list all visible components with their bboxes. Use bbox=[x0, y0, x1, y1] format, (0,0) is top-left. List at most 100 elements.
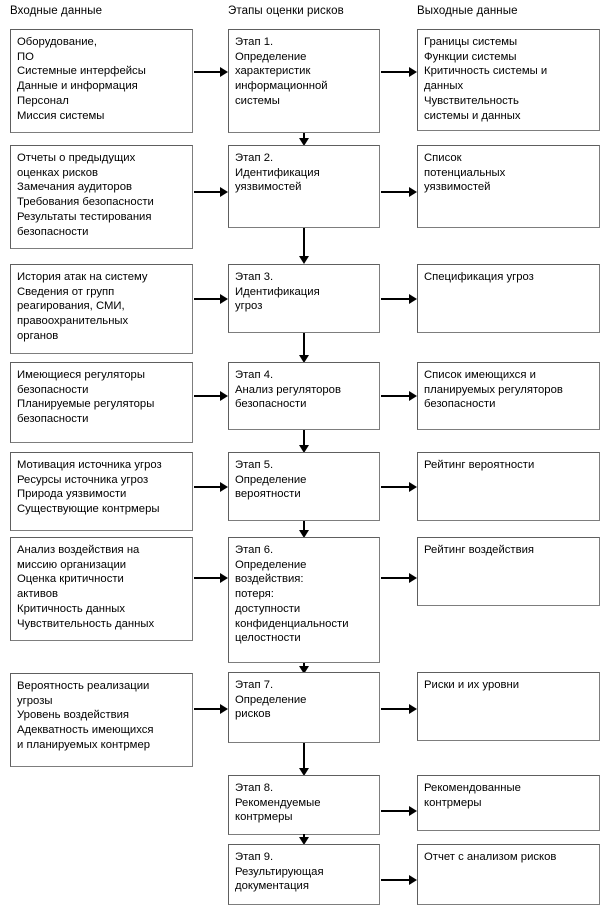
step-line: уязвимостей bbox=[235, 181, 302, 194]
arrow-input-to-step-7 bbox=[194, 703, 228, 714]
output-line: контрмеры bbox=[424, 796, 482, 809]
step-line: контрмеры bbox=[235, 811, 293, 824]
step-line: вероятности bbox=[235, 488, 301, 501]
input-line: Критичность данных bbox=[17, 602, 126, 615]
input-line: Чувствительность данных bbox=[17, 617, 155, 630]
step-line: Этап 8. bbox=[235, 782, 274, 794]
arrow-step-4-to-step-5 bbox=[298, 430, 309, 453]
output-box-6: Рейтинг воздействия bbox=[417, 537, 600, 606]
step-line: Идентификация bbox=[235, 166, 320, 179]
step-line: Этап 6. bbox=[235, 544, 274, 556]
output-box-4: Список имеющихся и планируемых регулятор… bbox=[417, 362, 600, 430]
step-box-3: Этап 3. Идентификация угроз bbox=[228, 264, 380, 333]
input-line: Системные интерфейсы bbox=[17, 65, 146, 78]
arrow-step-to-output-3 bbox=[381, 293, 418, 304]
output-line: Рейтинг вероятности bbox=[424, 459, 535, 471]
input-line: Миссия системы bbox=[17, 109, 105, 122]
input-line: оценках рисков bbox=[17, 166, 99, 179]
arrow-step-to-output-4 bbox=[381, 390, 418, 401]
output-line: уязвимостей bbox=[424, 181, 491, 194]
output-box-7: Риски и их уровни bbox=[417, 672, 600, 741]
output-line: Спецификация угроз bbox=[424, 271, 534, 283]
step-box-4: Этап 4. Анализ регуляторов безопасности bbox=[228, 362, 380, 430]
arrow-step-3-to-step-4 bbox=[298, 333, 309, 363]
step-box-7: Этап 7. Определение рисков bbox=[228, 672, 380, 743]
arrow-step-to-output-6 bbox=[381, 572, 418, 583]
arrow-step-5-to-step-6 bbox=[298, 521, 309, 538]
input-line: правоохранительных bbox=[17, 315, 129, 328]
arrow-step-1-to-step-2 bbox=[298, 133, 309, 146]
arrow-step-to-output-8 bbox=[381, 805, 418, 816]
step-line: доступности bbox=[235, 602, 301, 615]
step-line: Определение bbox=[235, 473, 307, 486]
input-box-4: Имеющиеся регуляторы безопасности Планир… bbox=[10, 362, 193, 443]
output-line: Список имеющихся и bbox=[424, 369, 536, 381]
arrow-input-to-step-1 bbox=[194, 66, 228, 77]
step-line: Этап 7. bbox=[235, 679, 274, 691]
step-line: рисков bbox=[235, 708, 271, 721]
input-line: Вероятность реализации bbox=[17, 680, 150, 692]
output-line: безопасности bbox=[424, 398, 496, 411]
input-line: Природа уязвимости bbox=[17, 488, 127, 501]
output-box-3: Спецификация угроз bbox=[417, 264, 600, 333]
input-line: безопасности bbox=[17, 225, 89, 238]
step-line: Анализ регуляторов bbox=[235, 383, 341, 396]
output-line: системы и данных bbox=[424, 109, 521, 122]
input-box-3: История атак на систему Сведения от груп… bbox=[10, 264, 193, 354]
step-line: потеря: bbox=[235, 588, 274, 601]
input-box-5: Мотивация источника угроз Ресурсы источн… bbox=[10, 452, 193, 531]
arrow-input-to-step-4 bbox=[194, 390, 228, 401]
input-line: Анализ воздействия на bbox=[17, 544, 140, 556]
output-box-5: Рейтинг вероятности bbox=[417, 452, 600, 521]
input-box-1: Оборудование, ПО Системные интерфейсы Да… bbox=[10, 29, 193, 133]
input-line: Существующие контрмеры bbox=[17, 503, 160, 516]
step-box-6: Этап 6. Определение воздействия: потеря:… bbox=[228, 537, 380, 663]
step-line: угроз bbox=[235, 300, 263, 313]
input-line: и планируемых контрмер bbox=[17, 738, 151, 751]
input-line: Данные и информация bbox=[17, 80, 138, 93]
input-line: миссию организации bbox=[17, 558, 127, 571]
arrow-step-6-to-step-7 bbox=[298, 663, 309, 674]
step-box-9: Этап 9. Результирующая документация bbox=[228, 844, 380, 905]
step-line: Определение bbox=[235, 50, 307, 63]
input-line: Адекватность имеющихся bbox=[17, 724, 154, 737]
step-line: Этап 9. bbox=[235, 851, 274, 863]
step-line: воздействия: bbox=[235, 573, 304, 586]
input-line: Оборудование, bbox=[17, 36, 97, 48]
input-line: История атак на систему bbox=[17, 271, 148, 283]
input-line: угрозы bbox=[17, 694, 53, 707]
column-header-outputs: Выходные данные bbox=[417, 5, 518, 17]
arrow-input-to-step-5 bbox=[194, 481, 228, 492]
column-header-steps: Этапы оценки рисков bbox=[228, 5, 344, 17]
step-line: Определение bbox=[235, 693, 307, 706]
arrow-input-to-step-3 bbox=[194, 293, 228, 304]
output-line: Функции системы bbox=[424, 50, 517, 63]
input-box-7: Вероятность реализации угрозы Уровень во… bbox=[10, 673, 193, 767]
step-line: конфиденциальности bbox=[235, 617, 349, 630]
input-line: Уровень воздействия bbox=[17, 709, 130, 722]
input-box-2: Отчеты о предыдущих оценках рисков Замеч… bbox=[10, 145, 193, 249]
arrow-step-to-output-7 bbox=[381, 703, 418, 714]
arrow-step-to-output-5 bbox=[381, 481, 418, 492]
output-line: Рейтинг воздействия bbox=[424, 544, 535, 556]
output-box-2: Список потенциальных уязвимостей bbox=[417, 145, 600, 228]
input-line: Результаты тестирования bbox=[17, 210, 152, 223]
input-line: реагирования, СМИ, bbox=[17, 300, 125, 313]
step-line: Результирующая bbox=[235, 865, 324, 878]
arrow-step-2-to-step-3 bbox=[298, 228, 309, 264]
step-line: Этап 4. bbox=[235, 369, 274, 381]
input-line: Требования безопасности bbox=[17, 196, 154, 209]
output-line: планируемых регуляторов bbox=[424, 383, 563, 396]
output-line: Чувствительность bbox=[424, 94, 519, 107]
step-line: системы bbox=[235, 94, 280, 107]
step-line: Этап 3. bbox=[235, 271, 274, 283]
arrow-input-to-step-6 bbox=[194, 572, 228, 583]
arrow-input-to-step-2 bbox=[194, 186, 228, 197]
step-line: безопасности bbox=[235, 398, 307, 411]
input-line: органов bbox=[17, 329, 59, 342]
step-line: Идентификация bbox=[235, 285, 320, 298]
step-box-8: Этап 8. Рекомендуемые контрмеры bbox=[228, 775, 380, 835]
step-line: Этап 5. bbox=[235, 459, 274, 471]
output-line: Отчет с анализом рисков bbox=[424, 851, 557, 863]
